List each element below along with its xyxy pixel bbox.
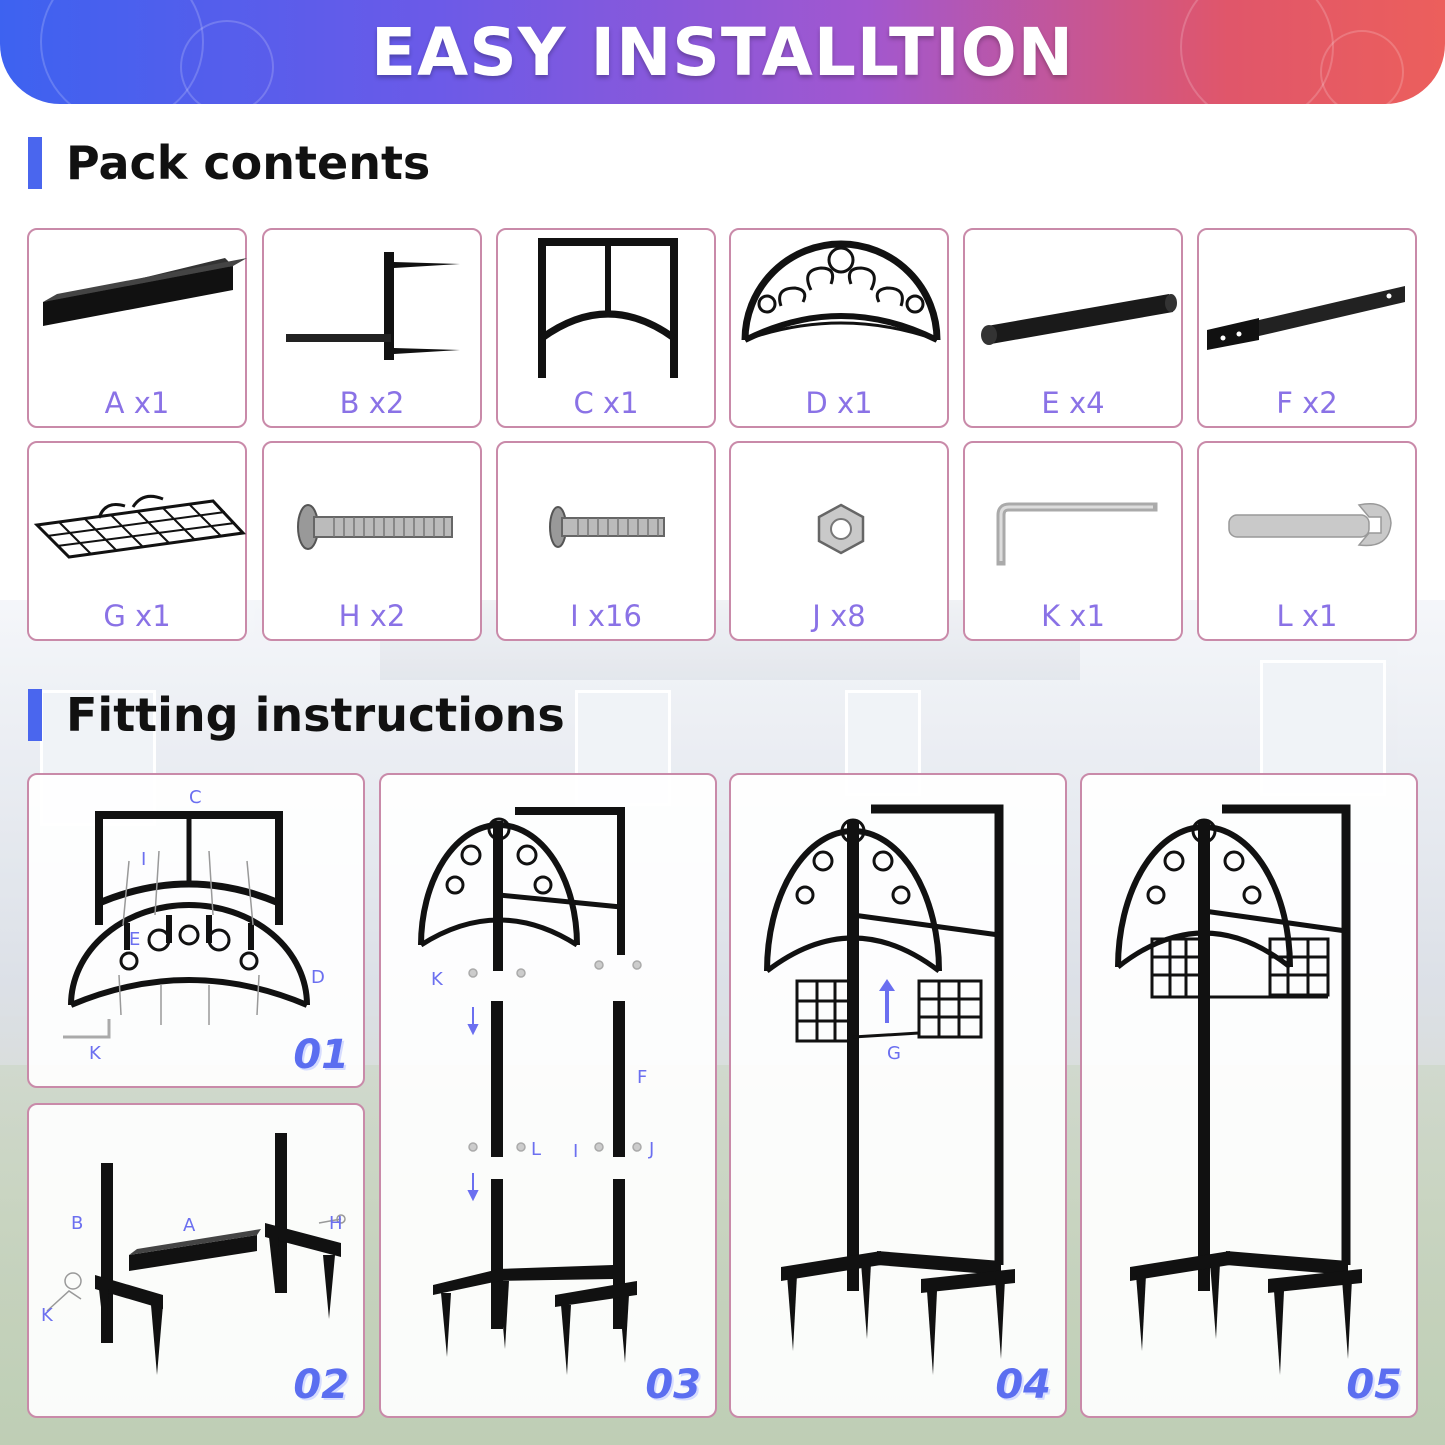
part-label: K x1	[1041, 599, 1105, 633]
step-number: 04	[995, 1362, 1051, 1408]
wire-basket-icon	[33, 494, 247, 559]
part-label: I x16	[570, 599, 642, 633]
part-card-i: I x16	[496, 441, 716, 641]
part-card-c: C x1	[496, 228, 716, 428]
hex-nut-icon	[817, 503, 865, 555]
part-card-l: L x1	[1197, 441, 1417, 641]
callout-label: J	[649, 1139, 655, 1160]
step-01-diagram	[63, 811, 310, 1039]
step-03-panel: K F L I J 03	[379, 773, 717, 1418]
allen-key-icon	[996, 502, 1158, 566]
part-label: G x1	[103, 599, 171, 633]
part-card-k: K x1	[963, 441, 1183, 641]
part-card-j: J x8	[729, 441, 949, 641]
section-title-fitting: Fitting instructions	[28, 688, 565, 742]
section-title-pack: Pack contents	[28, 136, 430, 190]
callout-label: B	[71, 1213, 84, 1234]
step-number: 02	[293, 1362, 349, 1408]
part-label: B x2	[339, 386, 405, 420]
part-card-d: D x1	[729, 228, 949, 428]
stake-leg-icon	[286, 252, 460, 360]
callout-label: D	[311, 967, 325, 988]
round-pipe-icon	[981, 294, 1177, 345]
part-label: F x2	[1276, 386, 1338, 420]
part-card-f: F x2	[1197, 228, 1417, 428]
step-02-diagram	[46, 1133, 346, 1375]
accent-bar	[28, 137, 42, 189]
step-number: 03	[645, 1362, 701, 1408]
wrench-icon	[1228, 503, 1392, 547]
banner-title: EASY INSTALLTION	[371, 13, 1074, 91]
square-tube-icon	[43, 258, 247, 326]
part-label: A x1	[104, 386, 170, 420]
callout-label: G	[887, 1043, 901, 1064]
part-card-a: A x1	[27, 228, 247, 428]
part-label: D x1	[805, 386, 873, 420]
decorative-arch-icon	[741, 240, 941, 343]
step-01-panel: C I E D K 01	[27, 773, 365, 1088]
step-02-panel: B A H K 02	[27, 1103, 365, 1418]
callout-label: K	[41, 1305, 53, 1326]
part-label: H x2	[338, 599, 406, 633]
frame-panel-icon	[538, 238, 678, 378]
part-label: C x1	[573, 386, 639, 420]
step-number: 01	[293, 1032, 349, 1078]
step-05-panel: 05	[1080, 773, 1418, 1418]
part-label: E x4	[1041, 386, 1105, 420]
long-bolt-icon	[297, 504, 453, 550]
section-title-text: Pack contents	[66, 136, 431, 190]
step-number: 05	[1346, 1362, 1402, 1408]
part-label: L x1	[1276, 599, 1338, 633]
callout-label: L	[531, 1139, 542, 1160]
part-card-e: E x4	[963, 228, 1183, 428]
part-label: J x8	[812, 599, 866, 633]
header-banner: EASY INSTALLTION	[0, 0, 1445, 104]
callout-label: K	[89, 1043, 101, 1064]
callout-label: H	[329, 1213, 343, 1234]
callout-label: A	[183, 1215, 196, 1236]
accent-bar	[28, 689, 42, 741]
part-card-g: G x1	[27, 441, 247, 641]
callout-label: I	[573, 1141, 579, 1162]
step-04-diagram	[764, 804, 1015, 1375]
extension-tube-icon	[1207, 286, 1405, 350]
part-card-b: B x2	[262, 228, 482, 428]
callout-label: I	[141, 849, 147, 870]
step-04-panel: G 04	[729, 773, 1067, 1418]
part-card-h: H x2	[262, 441, 482, 641]
step-05-diagram	[1115, 804, 1362, 1375]
section-title-text: Fitting instructions	[66, 688, 565, 742]
callout-label: E	[129, 929, 141, 950]
callout-label: F	[637, 1067, 648, 1088]
step-03-diagram	[418, 807, 642, 1375]
callout-label: K	[431, 969, 443, 990]
short-bolt-icon	[549, 506, 665, 548]
callout-label: C	[189, 787, 202, 808]
